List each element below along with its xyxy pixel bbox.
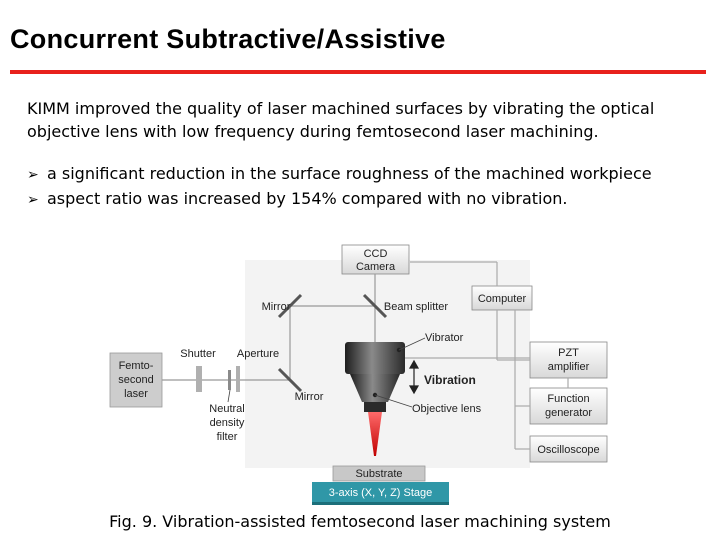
oscilloscope-label: Oscilloscope: [537, 444, 599, 456]
pzt-amplifier-label: amplifier: [548, 361, 590, 373]
title-rule: [10, 70, 706, 74]
bullet-text: a significant reduction in the surface r…: [47, 164, 652, 183]
bullet-text: aspect ratio was increased by 154% compa…: [47, 189, 568, 208]
substrate-element: [332, 465, 426, 482]
function-generator-box: [529, 387, 608, 425]
filter-pointer: [227, 389, 231, 403]
neutral-density-filter-label: Neutral: [209, 403, 244, 415]
stage-label: 3-axis (X, Y, Z) Stage: [329, 487, 433, 499]
bottom-mirror-element: [277, 367, 303, 393]
vibration-label: Vibration: [424, 373, 476, 387]
beam-splitter-label: Beam splitter: [384, 301, 449, 313]
ccd-camera-label: CCD: [364, 248, 388, 260]
figure-caption: Fig. 9. Vibration-assisted femtosecond l…: [109, 512, 611, 531]
vibrator-pointer: [398, 337, 426, 351]
computer-label: Computer: [478, 293, 527, 305]
neutral-density-filter-label: density: [210, 417, 245, 429]
aperture-label: Aperture: [237, 348, 279, 360]
objective-lens-label: Objective lens: [412, 403, 482, 415]
bullet-item: ➢ aspect ratio was increased by 154% comp…: [27, 187, 707, 212]
aperture-element: [236, 366, 240, 392]
shutter-label: Shutter: [180, 348, 216, 360]
shutter-element: [196, 366, 202, 392]
intro-paragraph: KIMM improved the quality of laser machi…: [27, 99, 655, 141]
substrate-label: Substrate: [355, 468, 402, 480]
femtosecond-laser-label: laser: [124, 388, 148, 400]
computer-box: [471, 285, 533, 311]
slide-title: Concurrent Subtractive/Assistive: [10, 24, 446, 54]
function-generator-label: Function: [547, 393, 589, 405]
vibrator-element: [345, 342, 405, 374]
ccd-camera-box: [341, 244, 410, 275]
objective-lens-element: [350, 374, 400, 402]
stage-shadow: [312, 502, 449, 505]
vibration-arrow-icon: [408, 359, 420, 395]
neutral-density-filter-element: [228, 370, 231, 390]
oscilloscope-box: [529, 435, 608, 463]
laser-system-diagram: CCD Camera Computer PZT amplifier Functi…: [109, 244, 608, 505]
pzt-amplifier-box: [529, 341, 608, 379]
femtosecond-laser-box: [109, 352, 163, 408]
femtosecond-laser-label: second: [118, 374, 153, 386]
ccd-camera-label: Camera: [356, 261, 396, 273]
bullet-item: ➢ a significant reduction in the surface …: [27, 162, 707, 187]
objective-lens-tip: [364, 402, 386, 412]
arrow-bullet-icon: ➢: [27, 192, 39, 208]
optical-beam-path: [162, 274, 376, 381]
objective-lens-pointer: [374, 394, 413, 408]
top-mirror-element: [277, 293, 303, 319]
laser-beam: [368, 412, 382, 456]
top-mirror-label: Mirror: [262, 301, 291, 313]
arrow-bullet-icon: ➢: [27, 167, 39, 183]
neutral-density-filter-label: filter: [217, 431, 238, 443]
pzt-amplifier-label: PZT: [558, 347, 579, 359]
bullet-list: ➢ a significant reduction in the surface …: [27, 162, 707, 212]
vibrator-label: Vibrator: [425, 332, 464, 344]
function-generator-label: generator: [545, 407, 592, 419]
signal-wiring: [405, 261, 569, 450]
femtosecond-laser-label: Femto-: [119, 360, 154, 372]
stage-element: [312, 482, 449, 502]
beam-splitter-element: [362, 293, 388, 319]
bottom-mirror-label: Mirror: [295, 391, 324, 403]
